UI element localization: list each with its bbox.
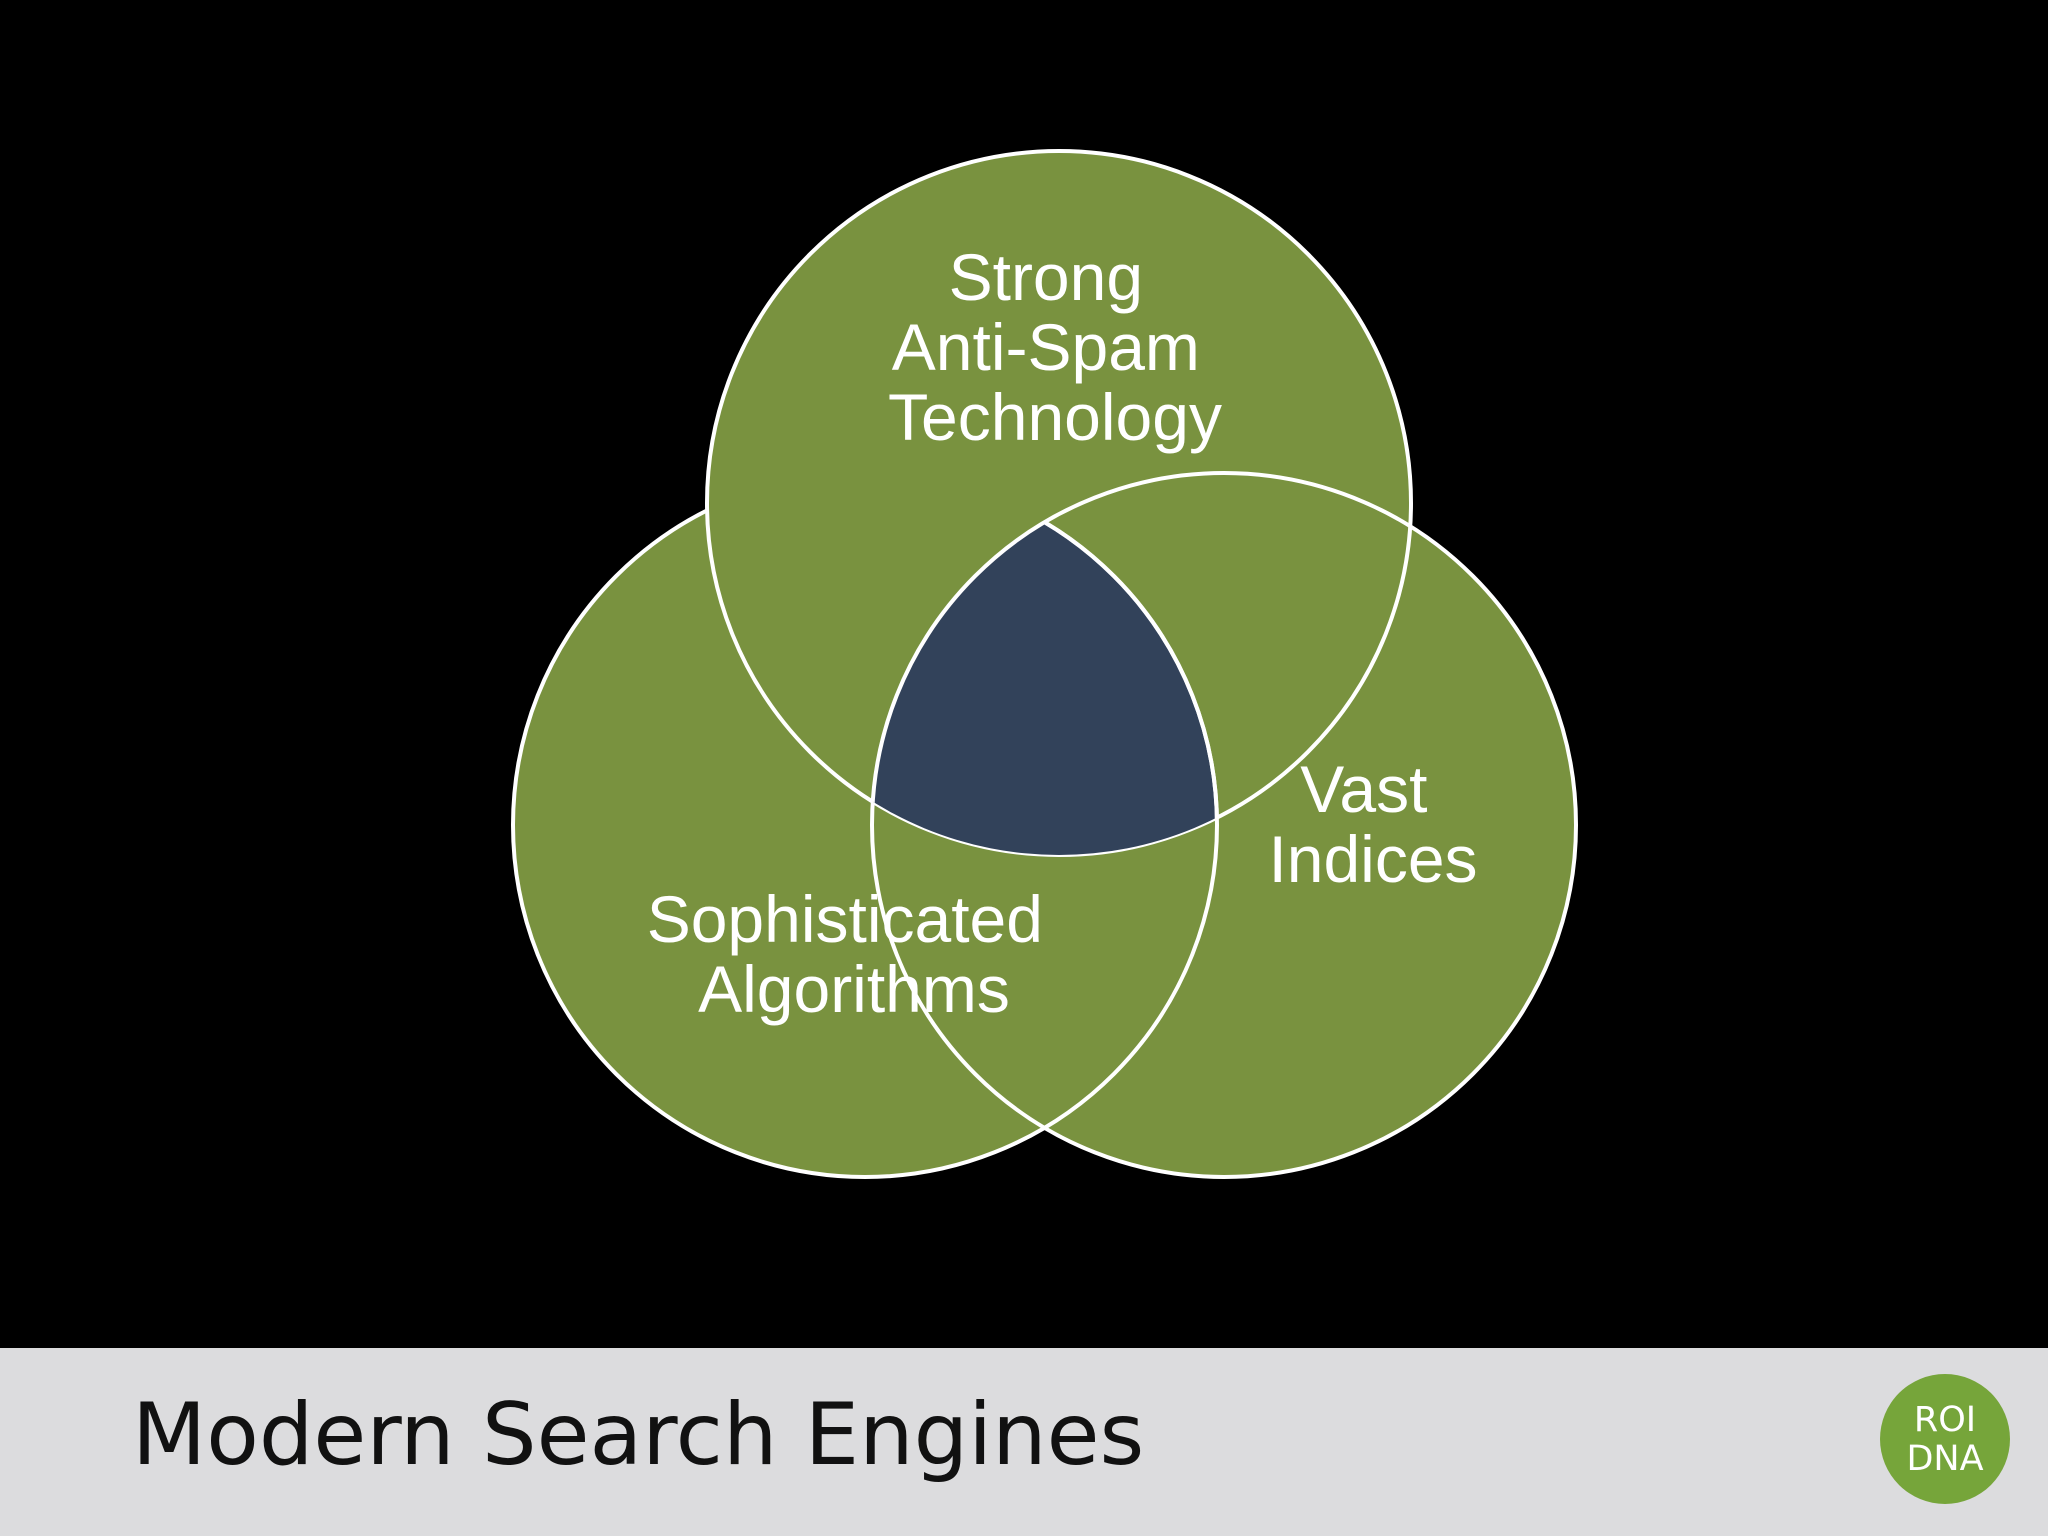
venn-label-top-line: Anti-Spam	[892, 310, 1200, 384]
venn-label-right-line: Indices	[1268, 822, 1477, 896]
venn-label-left-line: Sophisticated	[647, 882, 1043, 956]
logo-text-line2: DNA	[1906, 1439, 1983, 1479]
venn-label-right: Vast Indices	[1268, 752, 1477, 896]
venn-label-top-line: Strong	[949, 240, 1143, 314]
logo-text-line1: ROI	[1914, 1400, 1976, 1440]
slide-title: Modern Search Engines	[132, 1385, 1145, 1485]
venn-diagram: Strong Anti-Spam Technology Vast Indices…	[511, 149, 1578, 1179]
roi-dna-logo: ROI DNA	[1880, 1374, 2010, 1504]
venn-arc-left-in-right	[872, 473, 1219, 1177]
footer-bar: Modern Search Engines ROI DNA	[0, 1348, 2048, 1536]
venn-label-left-line: Algorithms	[698, 952, 1010, 1026]
venn-label-top: Strong Anti-Spam Technology	[888, 240, 1222, 454]
venn-label-left: Sophisticated Algorithms	[647, 882, 1062, 1026]
venn-label-right-line: Vast	[1300, 752, 1427, 826]
venn-label-top-line: Technology	[888, 380, 1222, 454]
